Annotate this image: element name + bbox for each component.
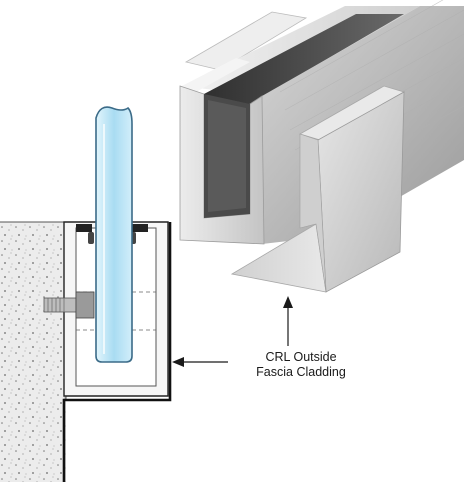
fascia-cladding-3d xyxy=(230,85,406,293)
cladding-inner-edge xyxy=(299,133,327,293)
channel-left-top-lip xyxy=(182,58,250,92)
loose-top-strip xyxy=(184,11,308,71)
gasket-right xyxy=(132,224,148,232)
wedge-left xyxy=(88,232,94,244)
callout-label: CRL Outside Fascia Cladding xyxy=(236,350,366,380)
hidden-lines xyxy=(76,291,156,331)
concrete-slab xyxy=(0,222,66,482)
glass-panel xyxy=(95,106,133,363)
section-view xyxy=(0,106,172,482)
anchor-bolt xyxy=(43,291,95,319)
arrowhead-up xyxy=(283,296,293,308)
gasket-left xyxy=(76,224,92,232)
callout-line-1: CRL Outside xyxy=(265,350,337,364)
channel-groove-highlight xyxy=(208,100,246,212)
callout-arrows xyxy=(172,296,293,367)
callout-line-2: Fascia Cladding xyxy=(256,365,346,379)
arrowhead-left xyxy=(172,357,184,367)
fascia-cladding-section xyxy=(62,222,172,482)
